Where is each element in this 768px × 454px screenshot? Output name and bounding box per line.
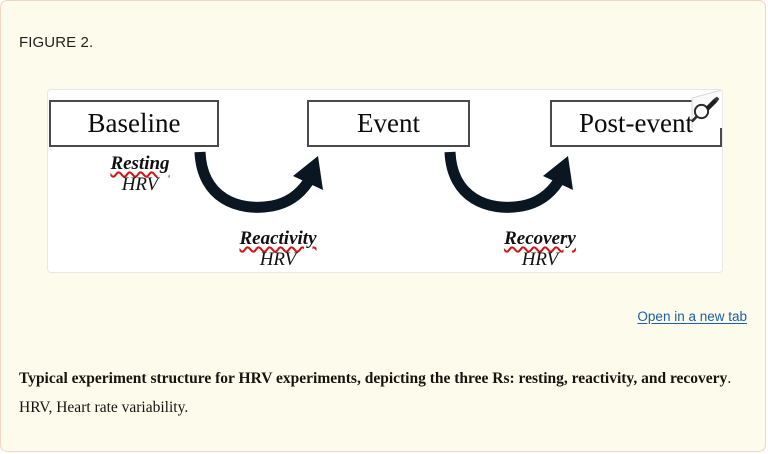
recovery-arrow-icon (444, 151, 573, 213)
figure-label: FIGURE 2. (19, 34, 94, 51)
figure-caption-rest: . HRV, Heart rate variability. (19, 370, 732, 416)
phase-label-reactivity-subtitle: HRV (259, 249, 297, 271)
figure-caption-bold: Typical experiment structure for HRV exp… (19, 370, 728, 387)
phase-label-reactivity-title: Reactivity (239, 228, 317, 249)
stage-box-baseline: Baseline (49, 100, 219, 147)
phase-label-reactivity: Reactivity HRV (198, 228, 358, 271)
stage-box-event-label: Event (357, 108, 420, 138)
reactivity-arrow-icon (194, 151, 323, 213)
stage-box-event: Event (307, 100, 470, 147)
stage-box-post-event-label: Post-event (579, 108, 693, 138)
figure-image-panel[interactable]: Baseline Event Post-event Resting HRV Re… (47, 89, 723, 273)
figure-caption: Typical experiment structure for HRV exp… (19, 365, 751, 422)
phase-label-recovery: Recovery HRV (460, 228, 620, 271)
phase-label-recovery-subtitle: HRV (521, 249, 559, 271)
phase-label-recovery-title: Recovery (504, 228, 576, 249)
open-in-new-tab-link[interactable]: Open in a new tab (637, 309, 747, 324)
phase-label-resting: Resting HRV (80, 153, 200, 196)
stage-box-baseline-label: Baseline (87, 108, 181, 138)
magnifier-pencil-icon[interactable] (684, 90, 722, 128)
phase-label-resting-title: Resting (110, 153, 170, 174)
phase-label-resting-subtitle: HRV (121, 174, 159, 196)
